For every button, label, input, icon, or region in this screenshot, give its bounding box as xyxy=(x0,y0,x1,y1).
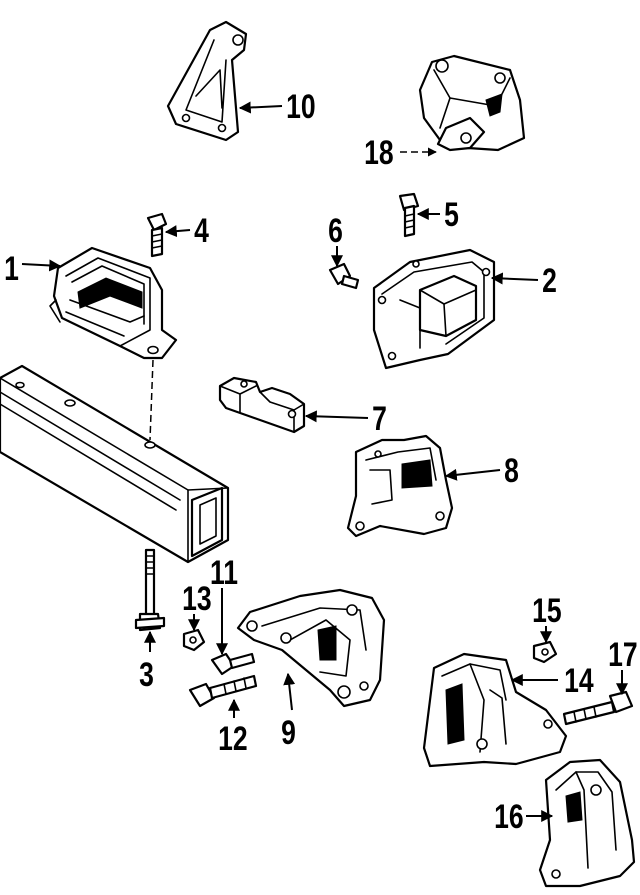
callout-15: 15 xyxy=(532,592,562,630)
callout-14: 14 xyxy=(564,662,594,700)
bracket-part-14 xyxy=(422,652,568,768)
bolt-part-5 xyxy=(398,192,420,238)
callout-16: 16 xyxy=(494,798,524,836)
nut-part-15 xyxy=(532,640,558,664)
mount-bracket-part-18 xyxy=(418,54,526,152)
bracket-part-10 xyxy=(166,20,248,142)
spacer-part-7 xyxy=(218,376,306,434)
leader-lines xyxy=(21,101,628,822)
callout-7: 7 xyxy=(372,400,387,438)
callout-10: 10 xyxy=(286,88,316,126)
mount-part-16 xyxy=(538,758,636,888)
callout-2: 2 xyxy=(542,262,557,300)
bolt-part-6 xyxy=(328,262,360,290)
callout-18: 18 xyxy=(364,134,394,172)
bolt-part-3 xyxy=(134,548,166,632)
callout-4: 4 xyxy=(194,212,209,250)
bolt-part-4 xyxy=(146,212,168,258)
callout-17: 17 xyxy=(608,636,638,674)
alignment-line xyxy=(149,359,154,441)
callout-3: 3 xyxy=(139,656,154,694)
bolt-part-17 xyxy=(562,690,634,726)
frame-crossmember xyxy=(0,364,230,564)
callout-5: 5 xyxy=(444,196,459,234)
bolt-part-11 xyxy=(210,652,256,676)
bracket-part-8 xyxy=(346,434,454,538)
callout-9: 9 xyxy=(281,714,296,752)
mount-insulator-right xyxy=(372,248,496,370)
callout-6: 6 xyxy=(328,212,343,250)
callout-labels: 1 2 3 4 5 6 7 8 9 10 11 12 13 14 15 16 1… xyxy=(4,88,638,836)
callout-12: 12 xyxy=(218,720,248,758)
nut-part-13 xyxy=(182,628,206,652)
bracket-part-9 xyxy=(236,588,386,708)
mount-insulator-left xyxy=(49,246,178,360)
callout-11: 11 xyxy=(210,554,238,592)
callout-1: 1 xyxy=(4,250,19,288)
callout-8: 8 xyxy=(504,452,519,490)
callout-13: 13 xyxy=(182,580,212,618)
bolt-part-12 xyxy=(188,674,258,708)
